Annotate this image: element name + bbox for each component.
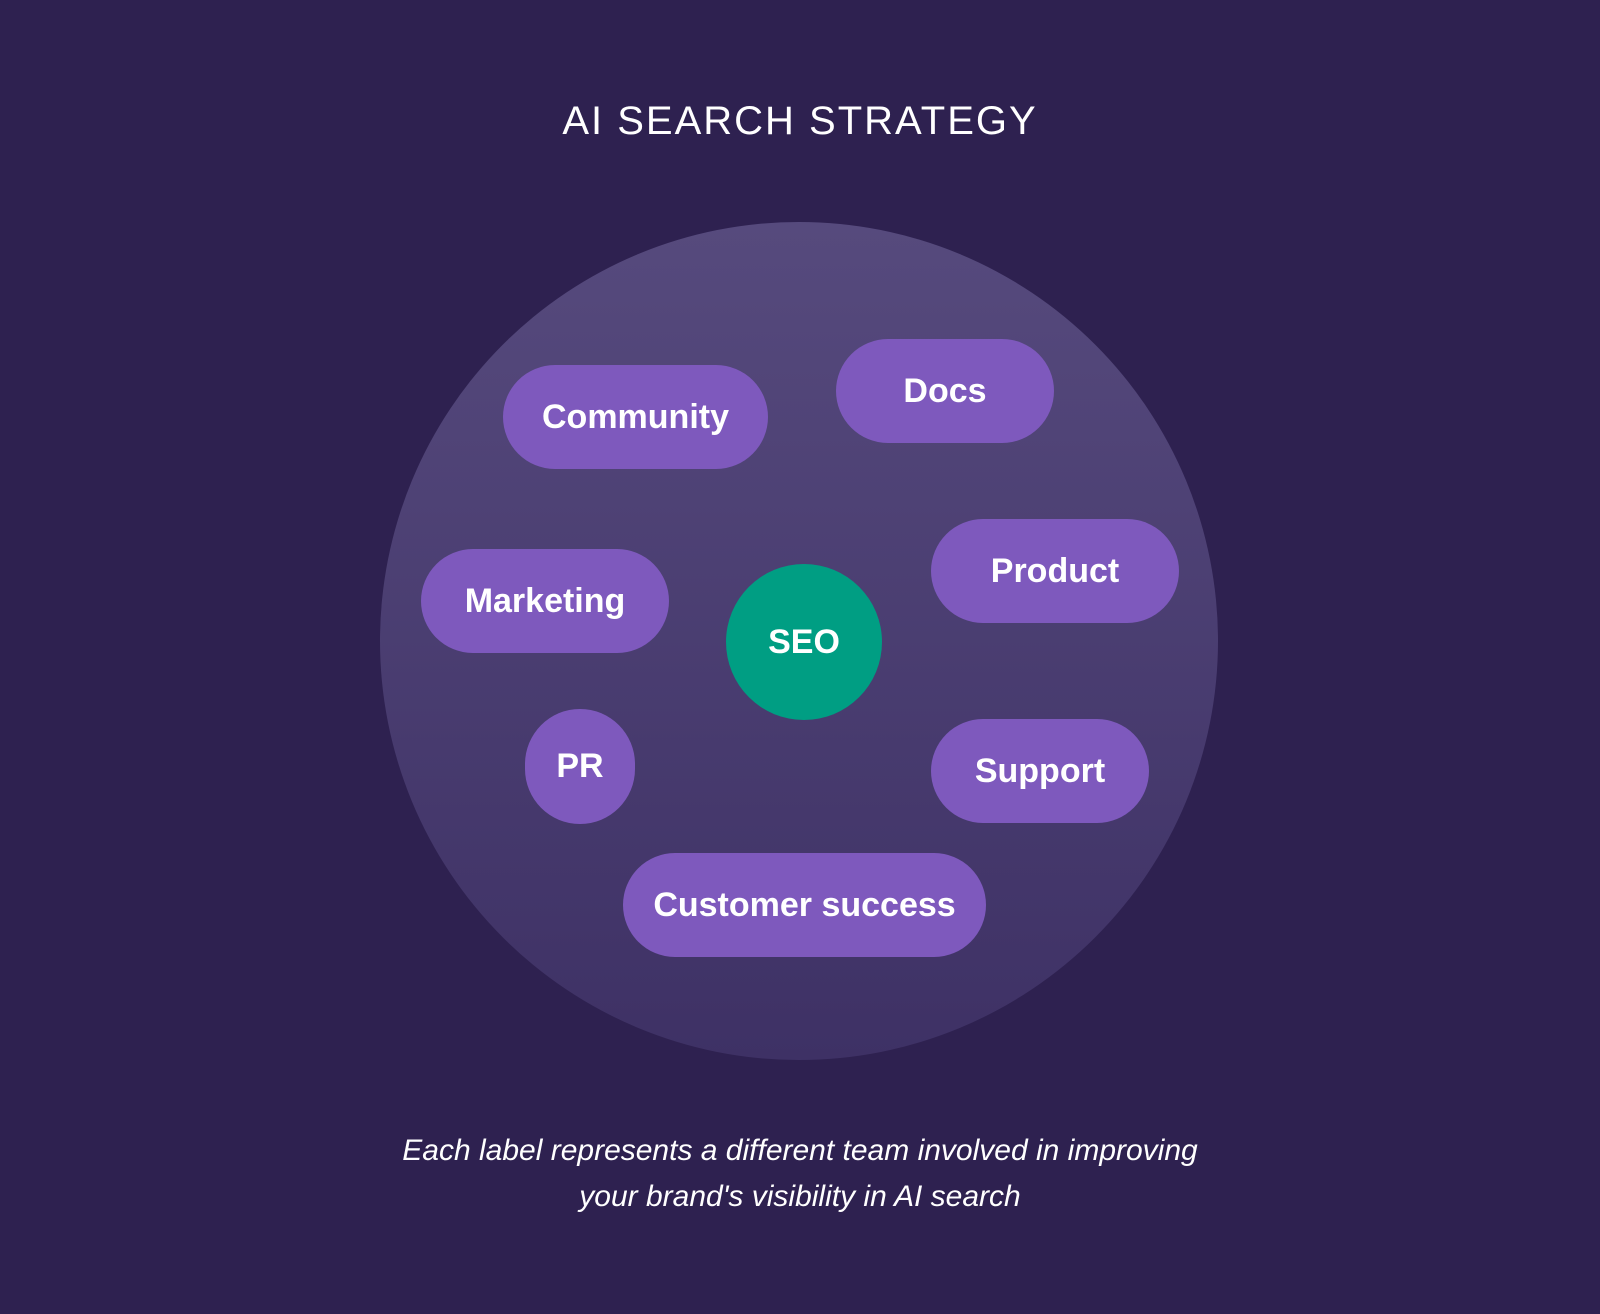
team-pill-pr: PR (525, 709, 635, 824)
page-title: AI SEARCH STRATEGY (562, 99, 1038, 143)
team-pill-marketing: Marketing (421, 549, 669, 653)
seo-center-node: SEO (726, 564, 882, 720)
team-pill-customer-success: Customer success (623, 853, 986, 957)
caption-line-2: your brand's visibility in AI search (579, 1180, 1021, 1213)
team-pill-docs: Docs (836, 339, 1054, 443)
team-pill-product: Product (931, 519, 1179, 623)
caption: Each label represents a different team i… (300, 1128, 1300, 1220)
team-pill-community: Community (503, 365, 768, 469)
caption-line-1: Each label represents a different team i… (402, 1134, 1198, 1167)
team-pill-support: Support (931, 719, 1149, 823)
